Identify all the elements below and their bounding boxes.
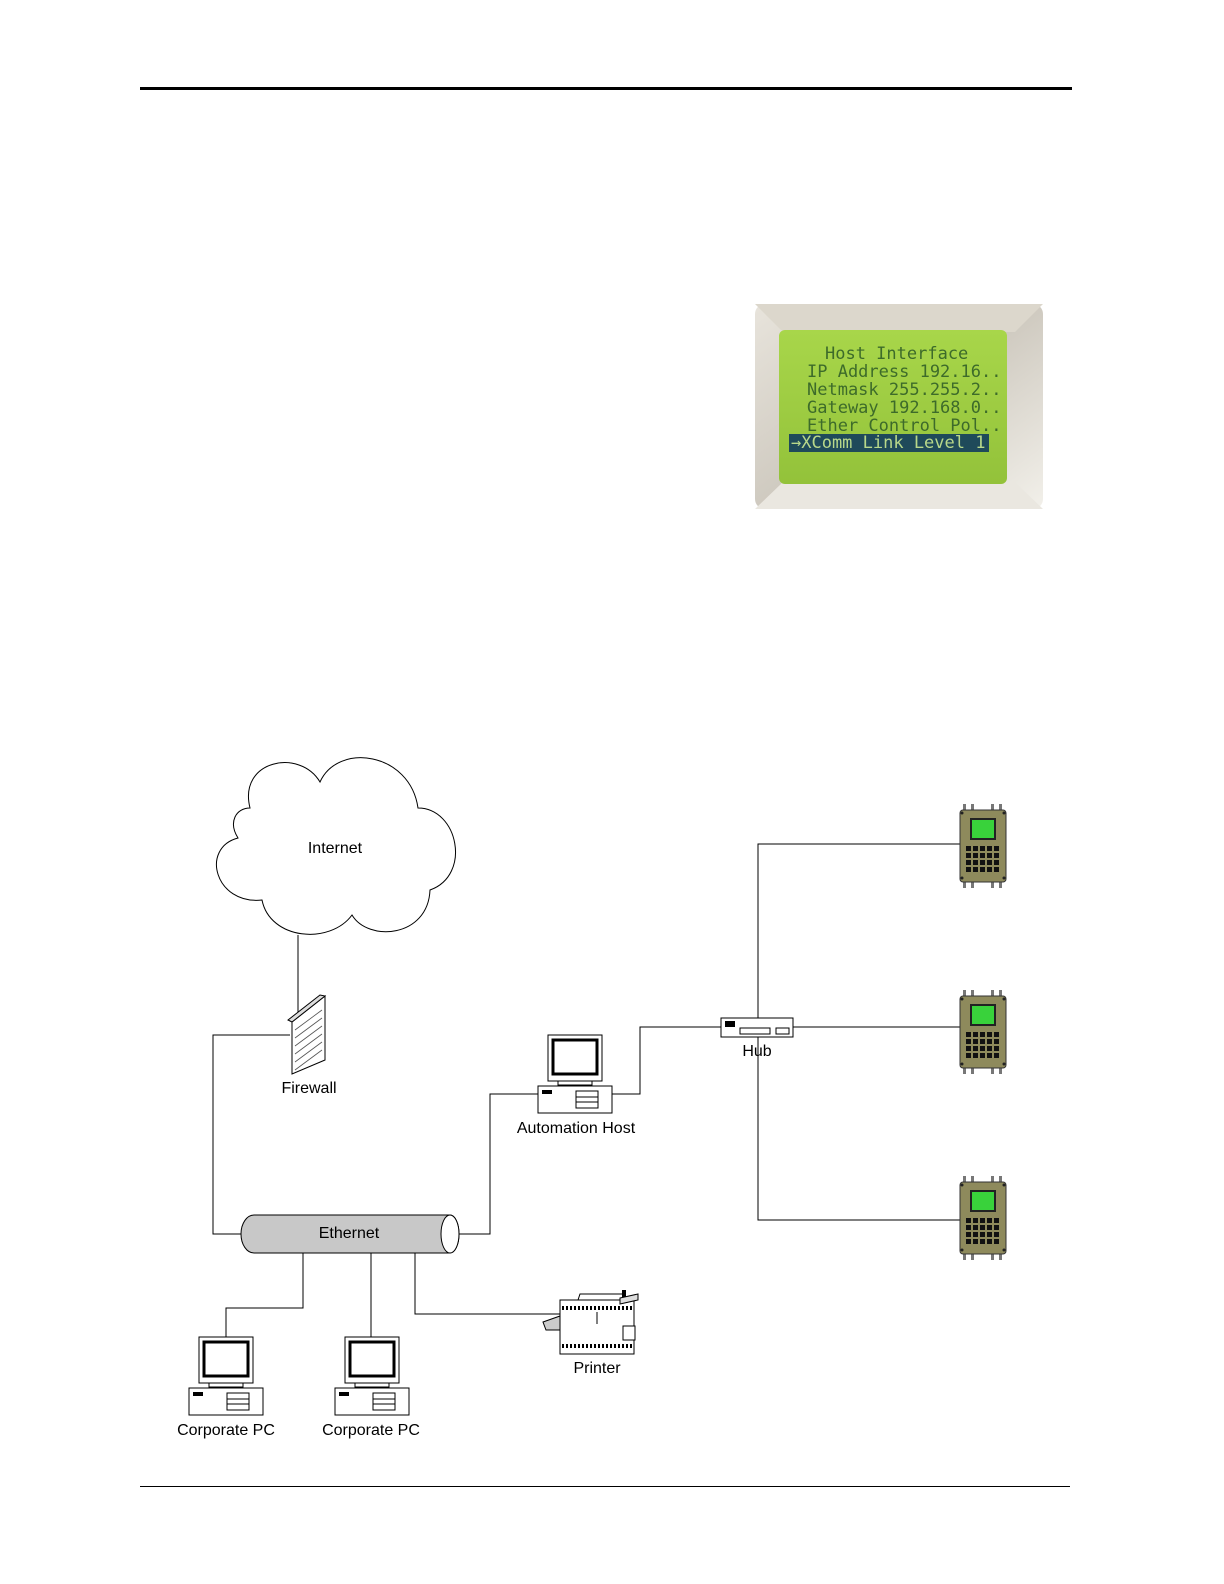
- footer-rule: [140, 1486, 1070, 1487]
- corporate-pc-icon: [335, 1337, 409, 1415]
- terminal-device-icon: [960, 990, 1006, 1074]
- internet-label: Internet: [308, 840, 363, 857]
- firewall-label: Firewall: [281, 1080, 336, 1097]
- internet-cloud: Internet: [216, 758, 455, 935]
- terminal-device-icon: [960, 804, 1006, 888]
- ethernet-label: Ethernet: [319, 1225, 380, 1242]
- ethernet-bus: Ethernet: [241, 1215, 459, 1253]
- printer-icon: Printer: [543, 1290, 638, 1377]
- corporate-pc-label: Corporate PC: [322, 1422, 420, 1439]
- printer-label: Printer: [573, 1360, 621, 1377]
- corporate-pc-label: Corporate PC: [177, 1422, 275, 1439]
- firewall-icon: Firewall: [281, 995, 336, 1097]
- terminal-devices: [960, 804, 1006, 1260]
- hub-icon: Hub: [721, 1018, 793, 1060]
- corporate-pc-icon: [189, 1337, 263, 1415]
- hub-label: Hub: [742, 1043, 771, 1060]
- automation-host-label: Automation Host: [517, 1120, 636, 1137]
- terminal-device-icon: [960, 1176, 1006, 1260]
- automation-host-pc-icon: [538, 1035, 612, 1113]
